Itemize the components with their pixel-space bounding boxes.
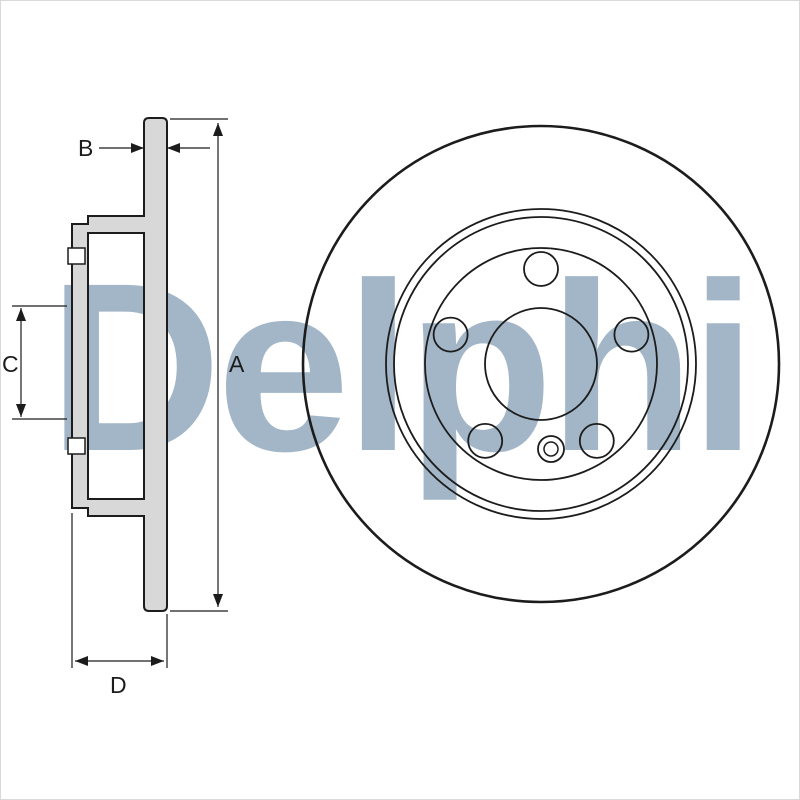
- dimension-a-label: A: [229, 351, 245, 377]
- cross-section-view: [67, 117, 168, 612]
- front-view: [301, 124, 781, 604]
- hub-bore-notch-bottom: [67, 437, 86, 455]
- dimension-b-label: B: [78, 135, 93, 161]
- outer-diameter-circle: [301, 124, 781, 604]
- set-screw-hole-outer: [537, 435, 565, 463]
- dimension-c: C: [2, 305, 67, 420]
- disc-section-profile: [71, 117, 168, 612]
- friction-band-inner-circle: [385, 208, 697, 520]
- dimension-d: D: [71, 513, 168, 698]
- bolt-hole-upper-left: [432, 316, 469, 353]
- friction-band-inner-circle-2: [393, 216, 689, 512]
- set-screw-hole-inner: [543, 441, 559, 457]
- hat-diameter-circle: [424, 247, 658, 481]
- bolt-hole-lower-right: [578, 422, 615, 459]
- dimension-a: A: [170, 118, 245, 612]
- bolt-hole-upper-right: [613, 316, 650, 353]
- bolt-hole-top: [523, 251, 559, 287]
- dimensions: A B C D: [2, 118, 245, 698]
- bolt-hole-lower-left: [467, 422, 504, 459]
- hub-bore-notch-top: [67, 247, 86, 265]
- center-bore-circle: [484, 307, 598, 421]
- dimension-d-label: D: [110, 672, 127, 698]
- dimension-b: B: [78, 135, 210, 161]
- dimension-c-label: C: [2, 351, 19, 377]
